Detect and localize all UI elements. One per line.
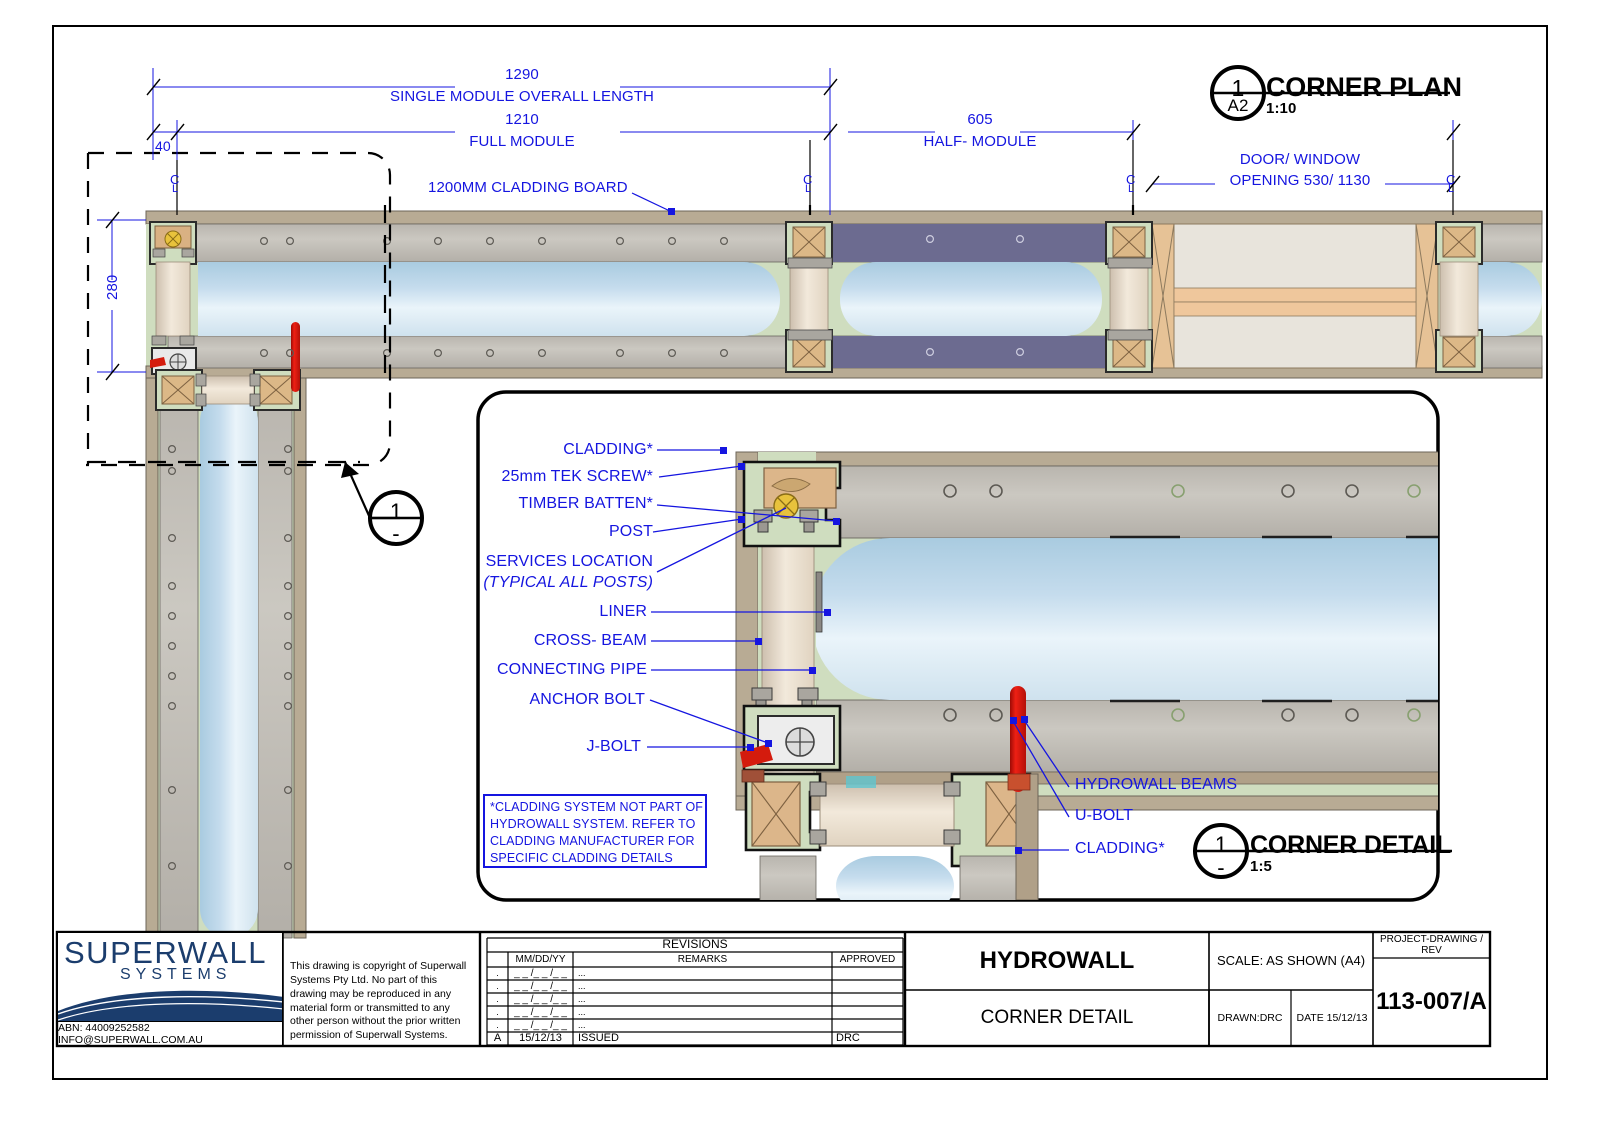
drawing-number: 113-007/A <box>1376 988 1487 1016</box>
detail-label-hydrowall-beams: HYDROWALL BEAMS <box>1075 776 1238 793</box>
detail-scale: 1:5 <box>1250 858 1272 875</box>
drawing-name: CORNER DETAIL <box>980 1007 1134 1029</box>
table-row: . <box>496 1020 499 1031</box>
table-row: _ _ /_ _ /_ _ <box>514 1019 567 1031</box>
note-box-line-3: CLADDING MANUFACTURER FOR <box>490 834 695 848</box>
table-row: ... <box>578 968 586 979</box>
dim-40-value: 40 <box>155 138 171 154</box>
logo-wave-graphic <box>58 988 282 1021</box>
centerline-symbol-4-sub: L <box>1448 183 1455 195</box>
plan-title: CORNER PLAN <box>1266 72 1462 102</box>
note-box-line-4: SPECIFIC CLADDING DETAILS <box>490 851 673 865</box>
table-row: ISSUED <box>578 1032 619 1045</box>
copyright-notice: This drawing is copyright of Superwall S… <box>290 960 467 1042</box>
table-row: A <box>493 1032 502 1045</box>
dim-1210-label: FULL MODULE <box>469 133 575 150</box>
sheet-border <box>52 25 1548 1080</box>
dim-1290-value: 1290 <box>505 66 539 83</box>
table-row: 15/12/13 <box>519 1032 562 1045</box>
plan-callout-number: 1 <box>1231 75 1245 101</box>
centerline-symbol-1-sub: L <box>172 183 179 195</box>
detail-label-cladding-top: CLADDING* <box>563 441 653 458</box>
plan-detail-marker-sheet: - <box>392 521 400 546</box>
detail-label-post: POST <box>609 523 653 540</box>
dim-1290-label: SINGLE MODULE OVERALL LENGTH <box>390 88 654 105</box>
table-row: . <box>496 981 499 992</box>
table-row: . <box>496 968 499 979</box>
centerline-symbol-1: C <box>170 172 180 187</box>
centerline-symbol-2-sub: L <box>805 183 812 195</box>
company-logo: SUPERWALL SYSTEMS <box>57 932 283 1022</box>
table-row: DRC <box>836 1032 860 1045</box>
detail-title: CORNER DETAIL <box>1250 831 1452 859</box>
detail-label-timber-batten: TIMBER BATTEN* <box>518 495 653 512</box>
centerline-symbol-4: C <box>1446 172 1456 187</box>
detail-label-j-bolt: J-BOLT <box>586 738 641 755</box>
detail-label-liner: LINER <box>599 603 647 620</box>
dim-1210-value: 1210 <box>505 111 539 128</box>
revisions-col-remarks: REMARKS <box>677 953 728 965</box>
detail-label-anchor-bolt: ANCHOR BOLT <box>529 691 645 708</box>
table-row: . <box>496 1007 499 1018</box>
note-door-window-2: OPENING 530/ 1130 <box>1229 172 1371 189</box>
logo-wordmark: SUPERWALL <box>64 935 268 970</box>
detail-label-u-bolt: U-BOLT <box>1075 807 1134 824</box>
revisions-heading: REVISIONS <box>662 937 728 952</box>
project-name: HYDROWALL <box>979 947 1135 975</box>
drawn-by: DRAWN:DRC <box>1217 1011 1283 1024</box>
table-row: _ _ /_ _ /_ _ <box>514 1006 567 1018</box>
detail-label-tek-screw: 25mm TEK SCREW* <box>501 468 653 485</box>
table-row: ... <box>578 994 586 1005</box>
table-row: . <box>496 994 499 1005</box>
note-door-window-1: DOOR/ WINDOW <box>1239 151 1361 168</box>
scale-text: SCALE: AS SHOWN (A4) <box>1216 952 1366 968</box>
detail-callout-sheet: - <box>1217 855 1225 880</box>
revisions-col-date: MM/DD/YY <box>515 953 566 965</box>
logo-subtext: SYSTEMS <box>120 966 232 983</box>
drawing-date: DATE 15/12/13 <box>1296 1011 1368 1024</box>
plan-scale: 1:10 <box>1266 100 1297 117</box>
table-row: _ _ /_ _ /_ _ <box>514 967 567 979</box>
centerline-symbol-2: C <box>803 172 813 187</box>
table-row: ... <box>578 1020 586 1031</box>
centerline-symbol-3: C <box>1126 172 1136 187</box>
detail-label-connecting-pipe: CONNECTING PIPE <box>497 661 647 678</box>
note-cladding-board: 1200MM CLADDING BOARD <box>428 179 628 196</box>
detail-label-cross-beam: CROSS- BEAM <box>533 632 647 649</box>
dim-605-value: 605 <box>967 111 993 128</box>
detail-callout-number: 1 <box>1214 832 1228 857</box>
revisions-col-approved: APPROVED <box>839 953 896 965</box>
detail-label-cladding-bottom: CLADDING* <box>1075 840 1165 857</box>
note-box-line-2: HYDROWALL SYSTEM. REFER TO <box>490 817 696 831</box>
dim-280-value: 280 <box>104 274 121 300</box>
table-row: _ _ /_ _ /_ _ <box>514 980 567 992</box>
plan-callout-sheet: A2 <box>1227 96 1249 115</box>
table-row: _ _ /_ _ /_ _ <box>514 993 567 1005</box>
table-row: ... <box>578 981 586 992</box>
detail-label-services-location-sub: (TYPICAL ALL POSTS) <box>483 574 653 591</box>
detail-label-services-location: SERVICES LOCATION <box>485 553 653 570</box>
table-row: ... <box>578 1007 586 1018</box>
centerline-symbol-3-sub: L <box>1128 183 1135 195</box>
abn-line: ABN: 44009252582 INFO@SUPERWALL.COM.AU <box>57 1022 283 1046</box>
plan-detail-marker-number: 1 <box>389 499 403 524</box>
project-drawing-rev-label: PROJECT-DRAWING / REV <box>1380 933 1483 957</box>
dim-605-label: HALF- MODULE <box>923 133 1037 150</box>
note-box-line-1: *CLADDING SYSTEM NOT PART OF <box>490 800 704 814</box>
